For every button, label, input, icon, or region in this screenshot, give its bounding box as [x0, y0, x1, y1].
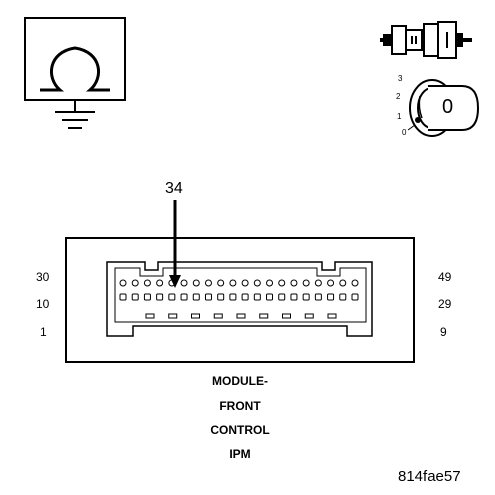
pin-cavity — [241, 293, 249, 301]
pin-cavity — [192, 279, 200, 287]
pin-cavity — [327, 313, 337, 319]
pin-cavity — [266, 279, 274, 287]
pin-cavity — [131, 293, 139, 301]
pin-cavity — [278, 279, 286, 287]
ohmmeter-ground-icon — [24, 17, 126, 129]
pin-label-left-top: 30 — [36, 270, 50, 284]
pin-cavity — [351, 279, 359, 287]
pin-row-bottom — [145, 313, 337, 319]
pin-cavity — [156, 293, 164, 301]
pin-cavity — [204, 279, 212, 287]
pin-cavity — [304, 313, 314, 319]
pin-cavity — [314, 293, 322, 301]
pin-cavity — [327, 279, 335, 287]
pin-cavity — [192, 293, 200, 301]
pin-cavity — [191, 313, 200, 319]
pin-cavity — [278, 293, 286, 301]
pin-row-middle — [119, 293, 359, 301]
pin-cavity — [143, 279, 151, 287]
key-mark-3: 3 — [398, 74, 403, 83]
pin-cavity — [168, 313, 178, 319]
pin-cavity — [327, 293, 335, 301]
caption-line-4: IPM — [229, 447, 251, 461]
pin-cavity — [217, 279, 225, 287]
figure-code: 814fae57 — [398, 468, 461, 485]
connector-plug-icon — [380, 21, 472, 59]
key-position-digit: 0 — [442, 96, 454, 118]
pin-cavity — [145, 313, 155, 319]
pin-label-left-bottom: 1 — [40, 325, 47, 339]
pin-cavity — [259, 313, 269, 319]
pin-cavity — [213, 313, 223, 319]
pin-cavity — [156, 279, 164, 287]
pin-cavity — [229, 279, 237, 287]
pin-row-top — [119, 279, 359, 287]
pin-cavity — [302, 293, 310, 301]
pin-cavity — [131, 279, 139, 287]
caption-line-1: MODULE- — [212, 374, 268, 388]
key-mark-0: 0 — [402, 128, 407, 137]
pin-cavity — [241, 279, 249, 287]
pin-cavity — [351, 293, 359, 301]
pin-cavity — [119, 293, 127, 301]
caption-line-2: FRONT — [219, 399, 261, 413]
ignition-switch-icon — [407, 79, 480, 137]
pin-cavity — [180, 293, 188, 301]
pin-cavity — [253, 279, 261, 287]
pin-cavity — [290, 293, 298, 301]
pin-cavity — [302, 279, 310, 287]
key-mark-2: 2 — [396, 92, 401, 101]
pin-label-right-bottom: 9 — [440, 325, 447, 339]
pin-cavity — [282, 313, 291, 319]
pin-cavity — [314, 279, 322, 287]
connector-housing — [65, 237, 415, 363]
pin-cavity — [253, 293, 261, 301]
callout-arrow — [169, 200, 181, 288]
pin-cavity — [339, 293, 347, 301]
pin-label-right-top: 49 — [438, 270, 452, 284]
pin-cavity — [168, 293, 176, 301]
pin-cavity — [290, 279, 298, 287]
key-mark-1: 1 — [397, 112, 402, 121]
caption-line-3: CONTROL — [210, 423, 270, 437]
pin-cavity — [168, 279, 176, 287]
pin-cavity — [119, 279, 127, 287]
pin-cavity — [229, 293, 237, 301]
pin-label-left-middle: 10 — [36, 297, 50, 311]
pin-cavity — [143, 293, 151, 301]
pin-label-right-middle: 29 — [438, 297, 452, 311]
pin-cavity — [217, 293, 225, 301]
pin-cavity — [266, 293, 274, 301]
callout-pin-number: 34 — [165, 180, 183, 197]
pin-cavity — [236, 313, 246, 319]
pin-cavity — [339, 279, 347, 287]
pin-cavity — [180, 279, 188, 287]
pin-cavity — [204, 293, 212, 301]
